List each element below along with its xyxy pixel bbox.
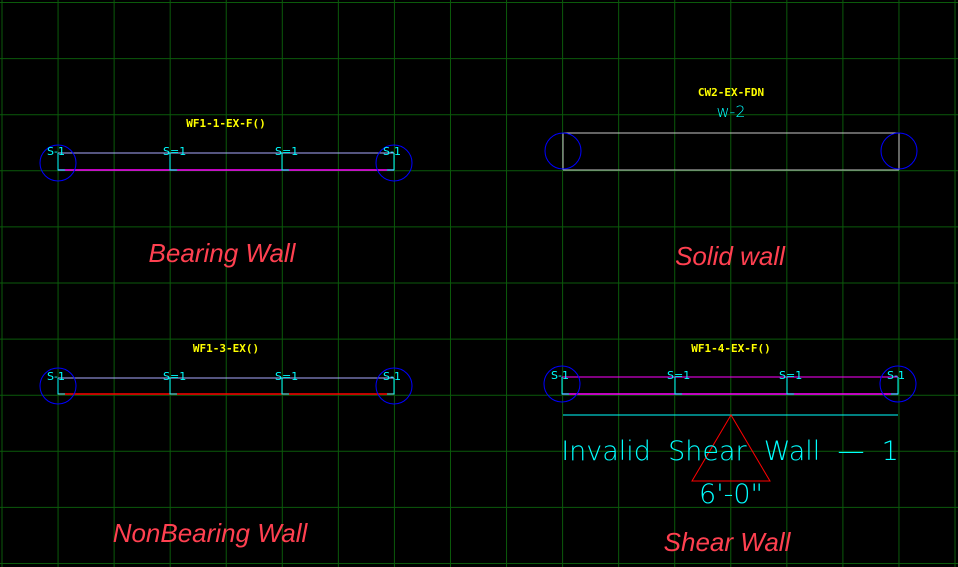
stud-label: S-1 <box>887 369 905 382</box>
wall-tag: CW2-EX-FDN <box>698 86 764 99</box>
stud-label: S=1 <box>667 369 690 382</box>
wall-tag: WF1-1-EX-F() <box>186 117 265 130</box>
end-circle <box>880 132 918 170</box>
wall-label: Bearing Wall <box>149 238 297 268</box>
stud-label: S-1 <box>47 370 65 383</box>
wall-length: 6'-0" <box>699 479 763 510</box>
stud-label: S=1 <box>163 145 186 158</box>
wall-tag: WF1-3-EX() <box>193 342 259 355</box>
stud-label: S=1 <box>779 369 802 382</box>
solid-wall[interactable]: CW2-EX-FDN w-2 Solid wall <box>544 86 918 271</box>
warning-triangle-icon <box>691 414 771 482</box>
wall-subtag: w-2 <box>716 102 745 121</box>
shear-wall[interactable]: WF1-4-EX-F() S-1 S=1 S=1 S-1 Invalid She… <box>543 342 917 557</box>
stud-label: S-1 <box>383 370 401 383</box>
wall-label: NonBearing Wall <box>113 518 309 548</box>
wall-label: Solid wall <box>675 241 786 271</box>
end-circle <box>543 365 581 403</box>
end-circle <box>39 144 77 182</box>
end-circle <box>39 367 77 405</box>
end-circle <box>375 367 413 405</box>
stud-marks <box>561 377 899 395</box>
stud-marks <box>57 378 395 395</box>
stud-label: S=1 <box>275 370 298 383</box>
end-circle <box>879 365 917 403</box>
stud-label: S-1 <box>383 145 401 158</box>
stud-label: S=1 <box>275 145 298 158</box>
wall-label: Shear Wall <box>664 527 792 557</box>
wall-tag: WF1-4-EX-F() <box>691 342 770 355</box>
stud-marks <box>57 153 395 171</box>
shear-warning: Invalid Shear Wall — 1 <box>561 436 899 467</box>
nonbearing-wall[interactable]: WF1-3-EX() S-1 S=1 S=1 S-1 NonBearing Wa… <box>39 342 413 548</box>
end-circle <box>544 132 582 170</box>
stud-label: S-1 <box>47 145 65 158</box>
stud-label: S-1 <box>551 369 569 382</box>
end-circle <box>375 144 413 182</box>
stud-label: S=1 <box>163 370 186 383</box>
bearing-wall[interactable]: WF1-1-EX-F() S-1 S=1 S=1 S-1 Bearing Wal… <box>39 117 413 268</box>
